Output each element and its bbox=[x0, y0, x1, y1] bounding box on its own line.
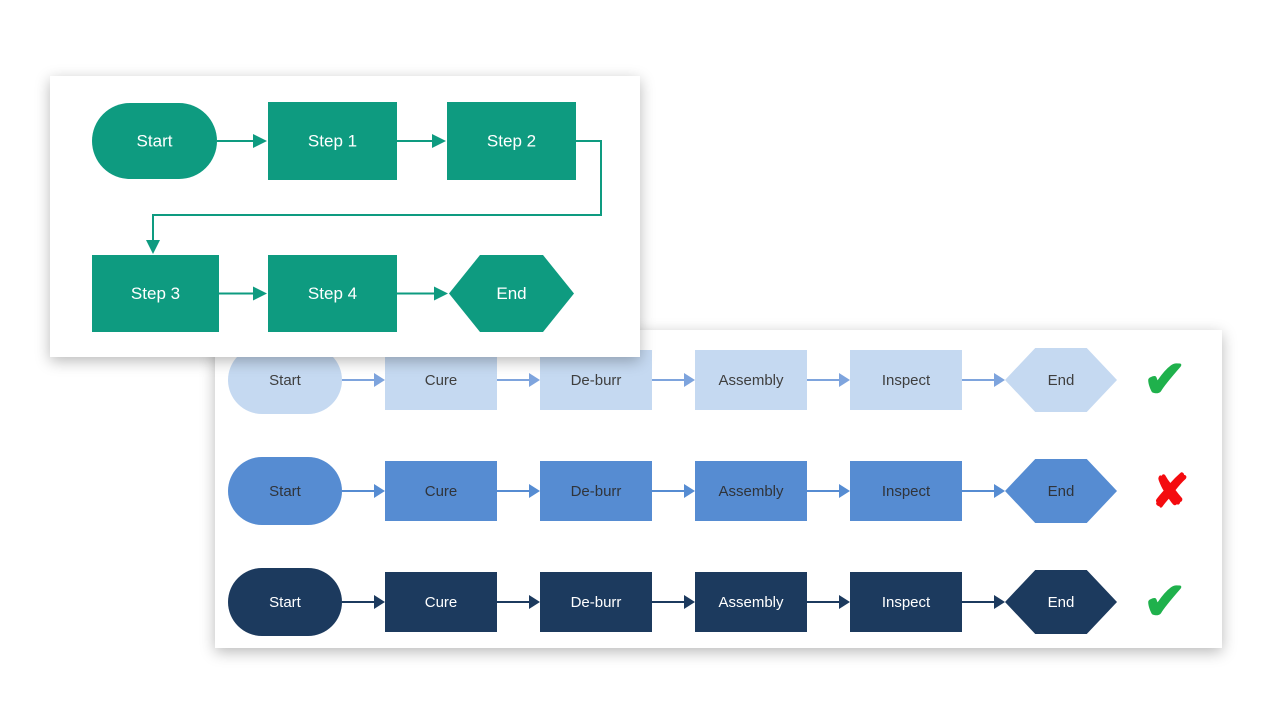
flow-arrow-icon bbox=[497, 373, 540, 387]
green-flowchart-card: Start Step 1 Step 2 Step 3 Step 4 End bbox=[50, 76, 640, 357]
flow-shape-label: Assembly bbox=[718, 593, 784, 611]
process-row-light: Start Cure De-burr Assembly Inspect End … bbox=[228, 344, 1187, 416]
cross-icon: ✘ bbox=[1151, 465, 1190, 517]
checkmark-icon: ✔ bbox=[1143, 351, 1187, 409]
flow-shape-label: Cure bbox=[424, 371, 458, 389]
flow-shape-label: Start bbox=[269, 482, 301, 500]
process-row-dark: Start Cure De-burr Assembly Inspect End … bbox=[228, 566, 1187, 638]
flow-arrowhead-icon bbox=[253, 134, 267, 148]
flow-shape-label: De-burr bbox=[570, 593, 622, 611]
flow-shape-label: End bbox=[1047, 482, 1075, 500]
flow-shape-cure: Cure bbox=[385, 350, 497, 410]
flow-shape-cure: Cure bbox=[385, 461, 497, 521]
checkmark-icon: ✔ bbox=[1143, 573, 1187, 631]
flow-elbow-connector bbox=[152, 140, 602, 240]
flow-shape-start bbox=[92, 103, 217, 179]
flow-arrowhead-icon bbox=[146, 240, 160, 254]
flow-shape-step1 bbox=[268, 102, 397, 180]
flow-shape-inspect: Inspect bbox=[850, 572, 962, 632]
flow-arrow-icon bbox=[652, 373, 695, 387]
flow-shape-label: End bbox=[496, 284, 526, 303]
flow-shape-label: Inspect bbox=[881, 371, 931, 389]
flow-arrow-icon bbox=[342, 373, 385, 387]
flow-arrow-icon bbox=[342, 484, 385, 498]
flow-shape-assembly: Assembly bbox=[695, 572, 807, 632]
flow-shape-start: Start bbox=[228, 568, 342, 636]
flow-shape-label: Inspect bbox=[881, 593, 931, 611]
flow-shape-label: Cure bbox=[424, 593, 458, 611]
process-row-medium: Start Cure De-burr Assembly Inspect End … bbox=[228, 455, 1190, 527]
flow-shape-label: Step 2 bbox=[487, 132, 536, 151]
flow-shape-start: Start bbox=[228, 346, 342, 414]
flow-arrowhead-icon bbox=[432, 134, 446, 148]
flow-shape-end bbox=[449, 255, 574, 332]
flow-arrow-icon bbox=[497, 595, 540, 609]
flow-shape-label: Step 4 bbox=[308, 284, 357, 303]
flow-shape-label: End bbox=[1047, 593, 1075, 611]
flow-shape-label: Start bbox=[269, 371, 301, 389]
flow-shape-label: Cure bbox=[424, 482, 458, 500]
flow-shape-label: Start bbox=[137, 132, 173, 151]
flow-shape-assembly: Assembly bbox=[695, 461, 807, 521]
green-flowchart-diagram: Start Step 1 Step 2 Step 3 Step 4 End bbox=[92, 102, 602, 332]
flow-arrow-icon bbox=[652, 484, 695, 498]
flow-shape-step4 bbox=[268, 255, 397, 332]
flow-shape-deburr: De-burr bbox=[540, 350, 652, 410]
flow-shape-inspect: Inspect bbox=[850, 461, 962, 521]
process-comparison-panel: Start Cure De-burr Assembly Inspect End … bbox=[215, 330, 1222, 648]
flow-shape-label: Step 1 bbox=[308, 132, 357, 151]
flow-arrowhead-icon bbox=[434, 286, 448, 301]
flow-shape-end: End bbox=[1005, 348, 1117, 412]
flow-shape-assembly: Assembly bbox=[695, 350, 807, 410]
flow-shape-step3 bbox=[92, 255, 219, 332]
flow-shape-label: Start bbox=[269, 593, 301, 611]
flow-shape-label: De-burr bbox=[570, 482, 622, 500]
flow-shape-inspect: Inspect bbox=[850, 350, 962, 410]
flow-shape-deburr: De-burr bbox=[540, 572, 652, 632]
flow-arrow-icon bbox=[807, 595, 850, 609]
flow-arrow-icon bbox=[962, 484, 1005, 498]
flow-arrow-icon bbox=[962, 595, 1005, 609]
flow-arrow-icon bbox=[807, 373, 850, 387]
flow-arrow-icon bbox=[807, 484, 850, 498]
flow-arrowhead-icon bbox=[253, 286, 267, 301]
flow-shape-label: Assembly bbox=[718, 482, 784, 500]
flow-shape-end: End bbox=[1005, 570, 1117, 634]
flow-shape-cure: Cure bbox=[385, 572, 497, 632]
flow-shape-label: Assembly bbox=[718, 371, 784, 389]
flow-shape-step2 bbox=[447, 102, 576, 180]
flow-shape-label: De-burr bbox=[570, 371, 622, 389]
flow-shape-label: Inspect bbox=[881, 482, 931, 500]
flow-arrow-icon bbox=[342, 595, 385, 609]
flow-arrow-icon bbox=[497, 484, 540, 498]
flow-shape-start: Start bbox=[228, 457, 342, 525]
flow-shape-label: End bbox=[1047, 371, 1075, 389]
flow-shape-label: Step 3 bbox=[131, 284, 180, 303]
flow-arrow-icon bbox=[652, 595, 695, 609]
flow-shape-deburr: De-burr bbox=[540, 461, 652, 521]
flow-arrow-icon bbox=[962, 373, 1005, 387]
flow-shape-end: End bbox=[1005, 459, 1117, 523]
